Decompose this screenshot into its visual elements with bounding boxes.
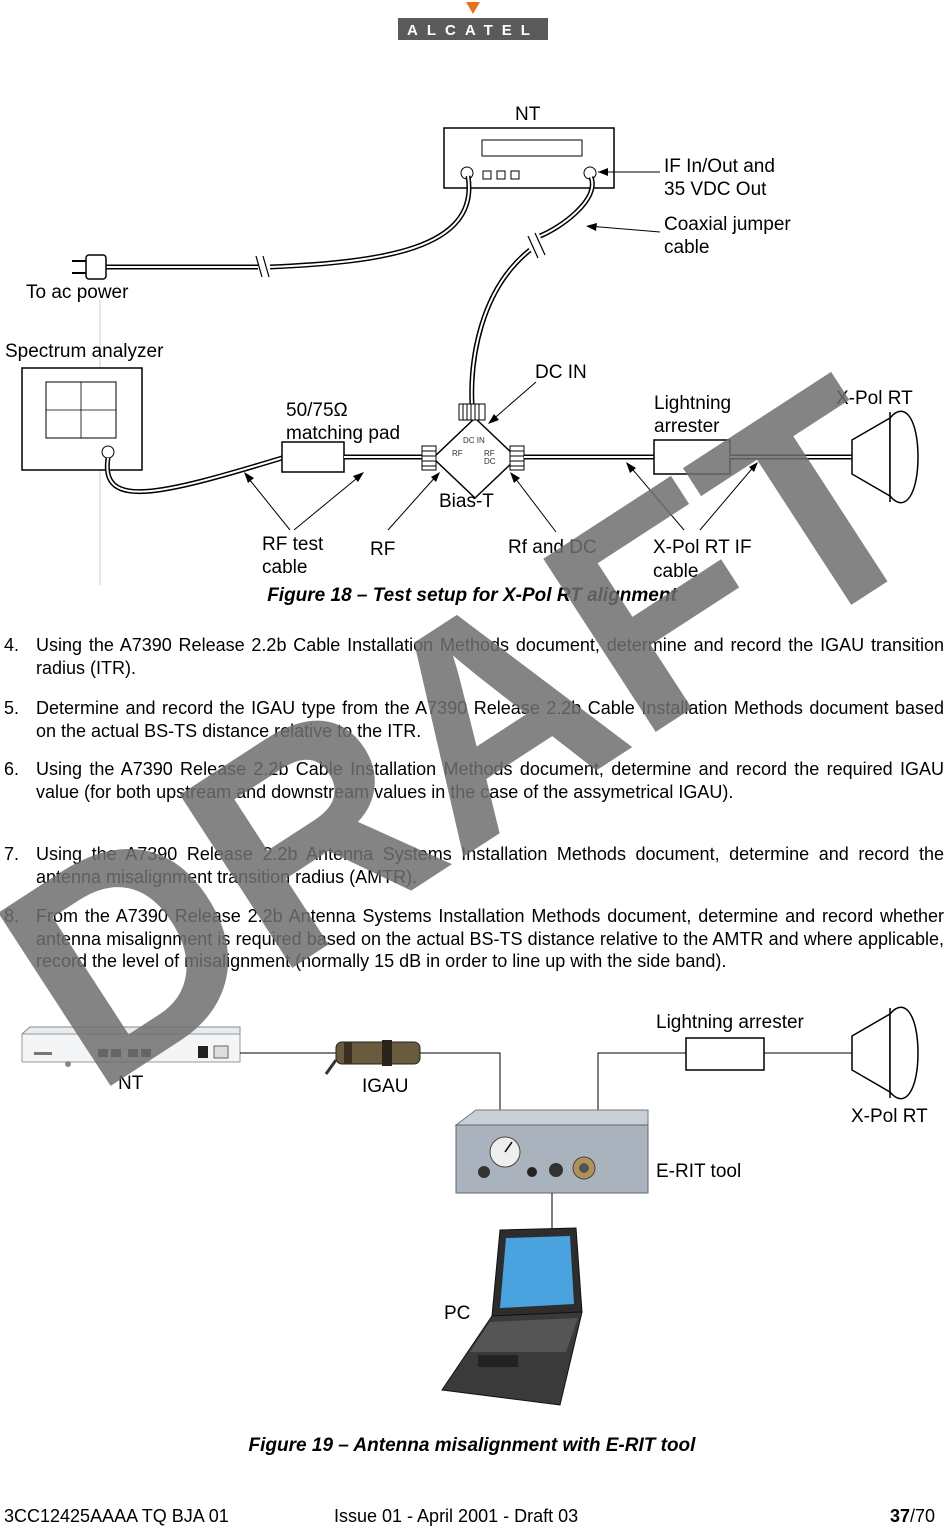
xpol-rt-label: X-Pol RT	[836, 388, 913, 409]
ac-power-label: To ac power	[26, 282, 129, 303]
dc-in-label: DC IN	[535, 362, 587, 383]
bias-rf-text: RF	[452, 449, 463, 458]
step-5: 5. Determine and record the IGAU type fr…	[4, 697, 944, 742]
step-text: From the A7390 Release 2.2b Antenna Syst…	[36, 906, 944, 971]
arrester-label-line1: Lightning	[654, 393, 731, 414]
step-text: Using the A7390 Release 2.2b Cable Insta…	[36, 635, 944, 678]
rf-label: RF	[370, 539, 395, 560]
footer-page-total: /70	[910, 1506, 936, 1526]
if-label-line1: IF In/Out and	[664, 156, 775, 177]
lightning-arrester-label: Lightning arrester	[656, 1012, 805, 1033]
rf-dc-label: Rf and DC	[508, 537, 597, 558]
xpol-rt-antenna-icon	[851, 1006, 919, 1100]
bias-rf-dc-text-2: DC	[484, 457, 496, 466]
footer-page-current: 37	[890, 1506, 911, 1526]
step-number: 5.	[4, 698, 20, 718]
step-text: Determine and record the IGAU type from …	[36, 698, 944, 741]
step-text: Using the A7390 Release 2.2b Antenna Sys…	[36, 844, 944, 887]
step-6: 6. Using the A7390 Release 2.2b Cable In…	[4, 758, 944, 803]
step-number: 8.	[4, 906, 20, 926]
step-7: 7. Using the A7390 Release 2.2b Antenna …	[4, 843, 944, 888]
figure-19-diagram: NT IGAU Lightning arrester X-Pol RT E-RI…	[21, 1006, 928, 1406]
nt-device	[21, 1026, 241, 1067]
bias-rf-dc-text-1: RF	[484, 449, 495, 458]
xpol-cable-label-line1: X-Pol RT IF	[653, 537, 752, 558]
nt-label: NT	[118, 1073, 144, 1094]
logo-triangle-icon	[466, 2, 480, 14]
lightning-arrester	[685, 1037, 765, 1071]
bias-t: DC IN RF RF DC	[421, 403, 525, 500]
step-8: 8. From the A7390 Release 2.2b Antenna S…	[4, 905, 944, 973]
power-plug-icon	[85, 254, 107, 280]
spectrum-analyzer-label: Spectrum analyzer	[5, 341, 164, 362]
bias-t-label: Bias-T	[439, 491, 494, 512]
pc-label: PC	[444, 1303, 470, 1324]
footer-page-number: 37/70	[890, 1506, 935, 1527]
step-number: 7.	[4, 844, 20, 864]
logo-text: ALCATEL	[407, 22, 539, 39]
step-text: Using the A7390 Release 2.2b Cable Insta…	[36, 759, 944, 802]
arrester-label-line2: arrester	[654, 416, 720, 437]
pc-laptop-icon	[441, 1227, 583, 1406]
alcatel-logo: ALCATEL	[398, 2, 548, 40]
lightning-arrester	[653, 439, 731, 475]
matching-pad	[281, 441, 345, 473]
step-4: 4. Using the A7390 Release 2.2b Cable In…	[4, 634, 944, 679]
coax-label-line2: cable	[664, 237, 709, 258]
coax-label-line1: Coaxial jumper	[664, 214, 791, 235]
nt-label: NT	[515, 104, 541, 125]
footer-issue: Issue 01 - April 2001 - Draft 03	[334, 1506, 579, 1526]
rf-test-label-line2: cable	[262, 557, 307, 578]
figure-18-diagram: DC IN RF RF DC NT IF In/Out and 35 VDC O…	[5, 104, 919, 585]
pad-label-line1: 50/75Ω	[286, 400, 348, 421]
erit-tool-label: E-RIT tool	[656, 1161, 741, 1182]
step-number: 4.	[4, 635, 20, 655]
rf-test-label-line1: RF test	[262, 534, 324, 555]
step-number: 6.	[4, 759, 20, 779]
if-label-line2: 35 VDC Out	[664, 179, 767, 200]
figure-19-caption: Figure 19 – Antenna misalignment with E-…	[248, 1435, 696, 1456]
footer-doc-id: 3CC12425AAAA TQ BJA 01	[4, 1506, 229, 1526]
nt-unit	[443, 127, 615, 189]
erit-tool-device	[454, 1109, 649, 1194]
bias-dc-in-text: DC IN	[463, 436, 485, 445]
xpol-cable-label-line2: cable	[653, 561, 698, 582]
pad-label-line2: matching pad	[286, 423, 400, 444]
igau-label: IGAU	[362, 1076, 408, 1097]
igau-device	[324, 1040, 421, 1075]
xpol-rt-antenna-icon	[851, 410, 919, 504]
xpol-rt-label: X-Pol RT	[851, 1106, 928, 1127]
figure-18-caption: Figure 18 – Test setup for X-Pol RT alig…	[267, 585, 677, 606]
